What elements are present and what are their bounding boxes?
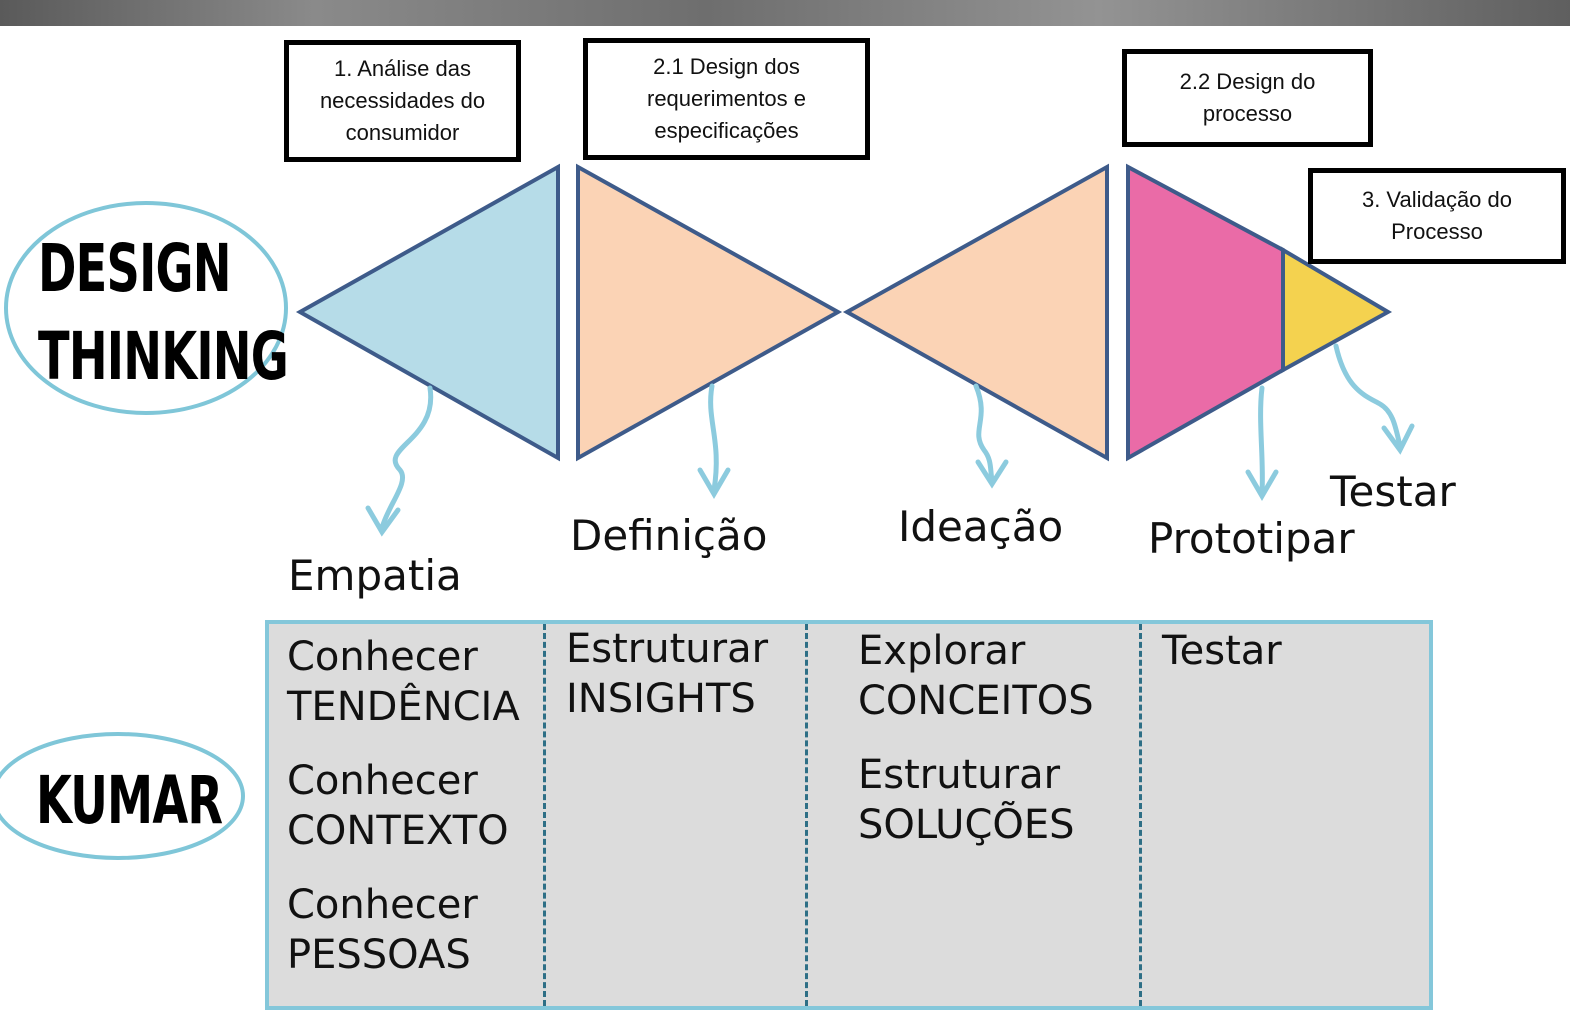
entry-verb: Conhecer (287, 634, 478, 680)
entry-verb: Estruturar (566, 626, 769, 672)
phase-box-validacao: 3. Validação do Processo (1308, 168, 1566, 264)
entry-noun: CONTEXTO (287, 808, 509, 854)
entry-noun: PESSOAS (287, 932, 471, 978)
ideacao-triangle (842, 163, 1109, 462)
kumar-column-1: Conhecer TENDÊNCIA Conhecer CONTEXTO Con… (269, 624, 546, 1006)
definicao-arrowhead (697, 467, 731, 499)
entry-verb: Conhecer (287, 758, 478, 804)
stage-label-testar: Testar (1330, 467, 1456, 516)
definicao-triangle (576, 163, 843, 462)
kumar-column-4: Testar (1139, 624, 1429, 1006)
entry-noun: SOLUÇÕES (858, 802, 1075, 848)
entry-verb: Explorar (858, 628, 1026, 674)
phase-box-design-processo: 2.2 Design do processo (1122, 49, 1373, 147)
design-thinking-title: DESIGN THINKING (38, 230, 289, 395)
kumar-entry: Explorar CONCEITOS (858, 626, 1141, 726)
top-texture-band (0, 0, 1570, 26)
entry-verb: Conhecer (287, 882, 478, 928)
phase-box-analise: 1. Análise das necessidades do consumido… (284, 40, 521, 162)
empatia-arrow (379, 385, 434, 531)
kumar-entry: Conhecer PESSOAS (287, 880, 546, 980)
kumar-column-3: Explorar CONCEITOS Estruturar SOLUÇÕES (805, 624, 1141, 1006)
kumar-title: KUMAR (36, 762, 223, 839)
kumar-entry: Estruturar SOLUÇÕES (858, 750, 1141, 850)
design-thinking-line1: DESIGN (38, 230, 232, 307)
kumar-table: Conhecer TENDÊNCIA Conhecer CONTEXTO Con… (265, 620, 1433, 1010)
stage-label-ideacao: Ideação (898, 502, 1064, 551)
kumar-entry: Estruturar INSIGHTS (566, 624, 807, 724)
entry-noun: TENDÊNCIA (287, 684, 520, 730)
design-thinking-ellipse (4, 201, 288, 415)
stage-label-definicao: Definição (570, 511, 768, 560)
testar-triangle (1281, 246, 1393, 374)
kumar-entry: Testar (1162, 626, 1429, 676)
prototipar-arrow (1258, 385, 1265, 495)
empatia-triangle (295, 163, 560, 462)
entry-noun: CONCEITOS (858, 678, 1094, 724)
stage-label-empatia: Empatia (288, 551, 462, 600)
entry-verb: Estruturar (858, 752, 1061, 798)
testar-arrowhead (1381, 423, 1415, 455)
stage-label-prototipar: Prototipar (1148, 514, 1355, 563)
empatia-arrowhead (365, 505, 401, 537)
design-thinking-line2: THINKING (38, 318, 289, 395)
prototipar-arrowhead (1245, 469, 1279, 501)
kumar-entry: Conhecer TENDÊNCIA (287, 632, 546, 732)
definicao-arrow (708, 383, 719, 493)
ideacao-arrowhead (975, 459, 1009, 489)
testar-arrow (1333, 343, 1403, 449)
kumar-ellipse (0, 732, 245, 860)
ideacao-arrow (973, 383, 995, 483)
kumar-column-2: Estruturar INSIGHTS (543, 624, 807, 1006)
entry-verb: Testar (1162, 628, 1282, 674)
kumar-entry: Conhecer CONTEXTO (287, 756, 546, 856)
phase-box-design-requerimentos: 2.1 Design dos requerimentos e especific… (583, 38, 870, 160)
entry-noun: INSIGHTS (566, 676, 756, 722)
